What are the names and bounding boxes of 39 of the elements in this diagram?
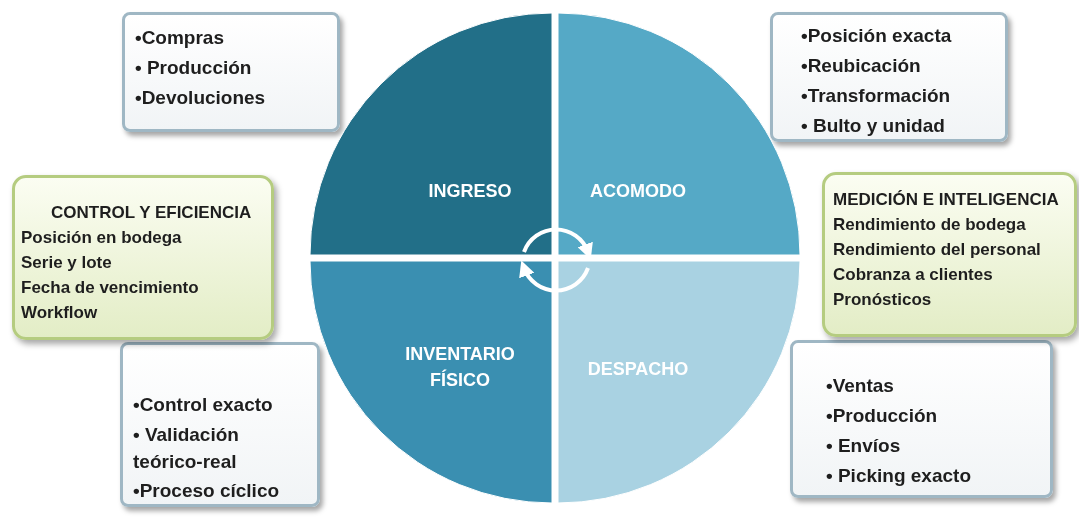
- quadrant-segment: [558, 261, 800, 503]
- cycle-arrow: [519, 260, 590, 293]
- list-item: Cobranza a clientes: [833, 264, 994, 286]
- list-item: • Picking exacto: [826, 464, 972, 488]
- card-heading: MEDICIÓN E INTELIGENCIA: [833, 189, 1060, 211]
- list-card: [120, 342, 320, 507]
- list-item: Posición en bodega: [21, 227, 183, 249]
- quadrant-segment: [310, 261, 552, 503]
- list-item: Pronósticos: [833, 289, 933, 311]
- list-item: • Envíos: [826, 434, 902, 458]
- list-item: •Control exacto: [133, 393, 274, 417]
- list-item: •Ventas: [826, 374, 895, 398]
- list-item: •Devoluciones: [135, 86, 267, 110]
- card-heading: CONTROL Y EFICIENCIA: [50, 202, 253, 224]
- list-item: •Proceso cíclico: [133, 479, 281, 503]
- list-item: Rendimiento del personal: [833, 239, 1042, 261]
- list-item: Serie y lote: [21, 252, 113, 274]
- list-item: •Transformación: [801, 84, 952, 108]
- list-card: [790, 340, 1053, 498]
- list-item: • Bulto y unidad: [801, 114, 946, 138]
- list-item: Workflow: [21, 302, 99, 324]
- list-item: •Compras: [135, 26, 225, 50]
- list-item: •Producción: [826, 404, 939, 428]
- list-item: • Validación teórico-real: [133, 423, 240, 474]
- segment-label: DESPACHO: [586, 358, 690, 381]
- segment-label: INGRESO: [427, 180, 513, 203]
- list-item: Fecha de vencimiento: [21, 277, 200, 299]
- list-item: • Producción: [135, 56, 253, 80]
- list-card: [122, 12, 340, 132]
- highlight-card: [822, 172, 1077, 337]
- segment-label: ACOMODO: [589, 180, 687, 203]
- list-item: •Posición exacta: [801, 24, 953, 48]
- list-item: •Reubicación: [801, 54, 922, 78]
- quadrant-segment: [558, 13, 800, 255]
- list-item: Rendimiento de bodega: [833, 214, 1027, 236]
- highlight-card: [12, 175, 274, 340]
- quadrant-segment: [310, 13, 552, 255]
- segment-label: INVENTARIO FÍSICO: [404, 343, 516, 392]
- list-card: [770, 12, 1008, 142]
